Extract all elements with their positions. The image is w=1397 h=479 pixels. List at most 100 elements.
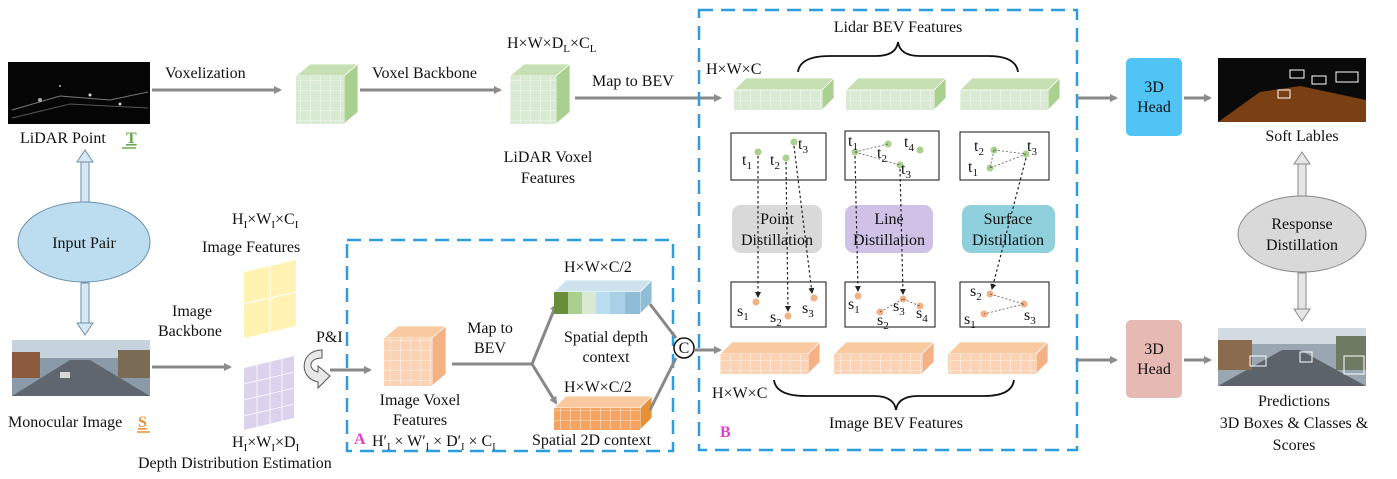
point-student-panel: s1 s2 s3 xyxy=(730,281,827,329)
2d-context-dims: H×W×C/2 xyxy=(564,379,632,396)
depth-distribution-label: Depth Distribution Estimation xyxy=(138,455,332,472)
svg-text:t4: t4 xyxy=(904,134,914,154)
predictions-line2: 3D Boxes & Classes & xyxy=(1220,415,1369,432)
surface-distillation-pill xyxy=(962,205,1055,253)
student-3d-head-line2: Head xyxy=(1137,361,1171,378)
line-distillation-line1: Line xyxy=(874,211,903,228)
lidar-bev-brace xyxy=(797,41,1019,73)
lidar-bev-features-label: Lidar BEV Features xyxy=(834,19,963,36)
svg-text:t1: t1 xyxy=(742,152,752,172)
lidar-voxel-features-line1: LiDAR Voxel xyxy=(504,149,593,166)
predictions-image xyxy=(1218,328,1366,386)
image-features-label: Image Features xyxy=(202,239,300,256)
lidar-voxel-cube-2 xyxy=(508,63,572,125)
image-bev-dims: H×W×C xyxy=(712,385,767,402)
2d-to-concat-arrow xyxy=(648,357,678,411)
lidar-bev-dims: H×W×C xyxy=(706,61,761,78)
image-bev-slab-1 xyxy=(719,341,821,375)
lidar-point-image xyxy=(8,62,150,124)
module-a-tag: A xyxy=(354,431,366,448)
spatial-2d-context-label: Spatial 2D context xyxy=(532,432,652,449)
image-voxel-features-line2: Features xyxy=(393,412,447,429)
lidar-voxel-dims: H×W×DL×CL xyxy=(507,35,597,55)
surface-teacher-panel: t2 t3 t1 xyxy=(959,131,1050,181)
depth-distribution-plane xyxy=(243,356,295,430)
soft-labels-label: Soft Lables xyxy=(1265,128,1338,145)
teacher-3d-head xyxy=(1126,58,1182,136)
depth-context-dims: H×W×C/2 xyxy=(564,259,632,276)
p-and-i-icon xyxy=(303,349,331,390)
arrow-to-2d-context xyxy=(530,363,558,405)
lidar-bev-slab-3 xyxy=(959,77,1061,111)
image-bev-brace xyxy=(773,379,1015,411)
image-bev-features-label: Image BEV Features xyxy=(829,415,963,432)
svg-text:s1: s1 xyxy=(737,303,749,323)
response-bottom-connector xyxy=(1293,272,1311,322)
map-to-bev-image-line2: BEV xyxy=(474,340,506,357)
response-distillation-ellipse xyxy=(1237,195,1367,273)
svg-text:t2: t2 xyxy=(877,145,887,165)
image-voxel-features-line1: Image Voxel xyxy=(380,392,461,409)
response-distillation-line2: Distillation xyxy=(1266,237,1338,254)
spatial-depth-context-line1: Spatial depth xyxy=(564,329,648,346)
lidar-teacher-tag: T xyxy=(126,130,137,147)
concat-label: C xyxy=(679,340,690,357)
surface-student-panel: s2 s3 s1 xyxy=(959,281,1050,331)
surface-distillation-line2: Distillation xyxy=(972,232,1044,249)
svg-text:s2: s2 xyxy=(877,312,889,332)
svg-text:t3: t3 xyxy=(798,136,808,156)
concat-icon xyxy=(673,337,695,359)
lidar-voxel-cube-1 xyxy=(294,63,360,125)
module-b-box xyxy=(697,8,1079,452)
module-a-box xyxy=(345,238,675,453)
lidar-point-label: LiDAR Point xyxy=(20,130,106,147)
point-distillation-line1: Point xyxy=(760,211,794,228)
lidar-voxel-features-line2: Features xyxy=(521,170,575,187)
input-pair-ellipse xyxy=(17,201,151,283)
line-distillation-pill xyxy=(845,205,933,253)
arrow-to-depth-context xyxy=(530,303,558,365)
teacher-3d-head-line1: 3D xyxy=(1144,79,1164,96)
distillation-arrows xyxy=(755,145,1027,312)
svg-text:s1: s1 xyxy=(848,296,860,316)
line-teacher-panel: t1 t2 t4 t3 xyxy=(844,130,940,181)
depth-to-concat-arrow xyxy=(648,303,678,339)
depth-distribution-dims: HI×WI×DI xyxy=(232,434,300,454)
line-student-panel: s1 s2 s3 s4 xyxy=(844,281,936,332)
input-pair-bottom-connector xyxy=(76,282,94,336)
monocular-student-tag: S xyxy=(138,414,147,431)
input-pair-top-connector xyxy=(76,149,94,203)
svg-text:t1: t1 xyxy=(848,133,858,153)
map-to-bev-label-lidar: Map to BEV xyxy=(592,73,674,90)
map-to-bev-image-line1: Map to xyxy=(467,320,513,337)
point-distillation-line2: Distillation xyxy=(741,232,813,249)
svg-text:s1: s1 xyxy=(964,311,976,331)
voxelization-label: Voxelization xyxy=(165,65,246,82)
svg-text:s2: s2 xyxy=(970,283,982,303)
svg-text:t2: t2 xyxy=(974,138,984,158)
point-distillation-pill xyxy=(732,205,822,253)
svg-text:t2: t2 xyxy=(770,152,780,172)
spatial-2d-context-block xyxy=(553,395,653,431)
svg-text:t1: t1 xyxy=(968,159,978,179)
input-pair-label: Input Pair xyxy=(52,235,116,252)
student-3d-head-line1: 3D xyxy=(1144,341,1164,358)
teacher-3d-head-line2: Head xyxy=(1137,99,1171,116)
p-and-i-label: P&I xyxy=(316,329,343,346)
point-teacher-panel: t1 t2 t3 xyxy=(730,132,827,181)
student-3d-head xyxy=(1126,320,1182,398)
predictions-label: Predictions xyxy=(1258,393,1330,410)
soft-labels-image xyxy=(1218,58,1366,122)
module-b-tag: B xyxy=(720,424,731,441)
line-distillation-line2: Distillation xyxy=(853,232,925,249)
svg-text:t3: t3 xyxy=(901,161,911,181)
image-features-dims: HI×WI×CI xyxy=(232,211,299,231)
image-bev-slab-2 xyxy=(833,341,935,375)
surface-distillation-line1: Surface xyxy=(984,211,1033,228)
image-backbone-line2: Backbone xyxy=(158,323,222,340)
spatial-depth-context-line2: context xyxy=(582,349,630,366)
monocular-image-label: Monocular Image xyxy=(8,414,122,431)
monocular-image xyxy=(12,340,150,396)
image-features-plane xyxy=(243,260,297,338)
